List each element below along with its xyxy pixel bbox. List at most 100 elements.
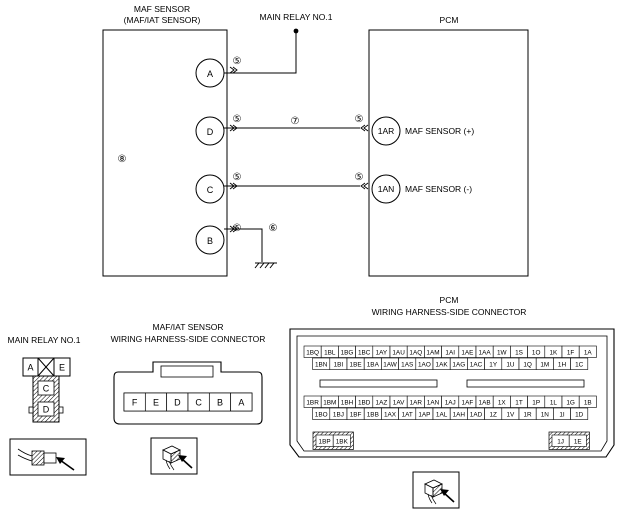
pcm-cavity-label: 1AC [470, 361, 483, 368]
maf-sensor-plus-label: MAF SENSOR (+) [405, 126, 474, 136]
pcm-connector-inner [296, 335, 608, 452]
pcm-cavity-label: 1C [575, 361, 584, 368]
pcm-connector-subtitle: WIRING HARNESS-SIDE CONNECTOR [372, 307, 527, 317]
pcm-cavity-label: 1B [584, 399, 592, 406]
ground-icon [254, 262, 277, 269]
relay-pin-c: C [43, 384, 50, 394]
maf-iat-connector-title: MAF/IAT SENSOR [152, 322, 223, 332]
maf-sensor-title: MAF SENSOR [134, 4, 190, 14]
relay-wire [224, 30, 297, 74]
pcm-cavity-label: 1F [567, 349, 575, 356]
pcm-cavity-label: 1S [515, 349, 523, 356]
maf-iat-pin-label: B [217, 398, 223, 408]
pcm-cavity-label: 1AU [392, 349, 405, 356]
pcm-pin-1an-label: 1AN [378, 184, 395, 194]
maf-pin-c-ref: ⑤ [233, 172, 242, 183]
pcm-cavity-label: 1AH [453, 411, 466, 418]
pcm-key-right [466, 379, 585, 388]
maf-pin-b: B ⑤ [195, 223, 242, 255]
maf-iat-latch [160, 365, 214, 378]
pcm-cavity-label: 1R [524, 411, 533, 418]
pcm-cavity-label: 1BI [334, 361, 344, 368]
pcm-cavity-label: 1AI [445, 349, 455, 356]
pcm-cavity-label: 1M [540, 361, 549, 368]
maf-pin-a-ref: ⑤ [233, 56, 242, 67]
pcm-cavity [568, 434, 587, 447]
pcm-cavity-label: 1Z [489, 411, 497, 418]
pcm-cavity-label: 1O [532, 349, 541, 356]
pcm-cavity-label: 1AY [376, 349, 388, 356]
pcm-cavity-label: 1AV [393, 399, 405, 406]
pcm-cavity-label: 1T [515, 399, 523, 406]
pcm-cavity-label: 1G [566, 399, 575, 406]
maf-iat-pin-label: D [174, 398, 181, 408]
pcm-cavity-label: 1AA [479, 349, 492, 356]
pcm-cavity [570, 407, 589, 420]
pcm-cavity-label: 1E [574, 438, 582, 445]
pcm-cavity [332, 434, 351, 447]
pcm-cavity-label: 1A [584, 349, 593, 356]
pcm-cavity-label: 1U [506, 361, 515, 368]
wire-ref: ⑦ [291, 116, 300, 127]
pcm-pin-1ar-label: 1AR [378, 126, 395, 136]
relay-pin-e: E [59, 363, 65, 373]
pcm-cavity-label: 1AQ [409, 349, 422, 356]
relay-pin-a: A [27, 363, 33, 373]
pcm-cavity-label: 1J [557, 438, 564, 445]
pcm-pin-1an: 1AN ⑤ MAF SENSOR (-) [355, 172, 472, 204]
pcm-cavity-label: 1AM [426, 349, 439, 356]
maf-pin-a: A ⑤ [195, 56, 242, 88]
pcm-cavity-label: 1AL [436, 411, 448, 418]
wires [224, 30, 360, 262]
ground-wire [224, 228, 263, 262]
pcm-cavity-label: 1BQ [306, 349, 319, 356]
pcm-cavity-label: 1BA [367, 361, 380, 368]
pcm-cavity-label: 1BG [341, 349, 354, 356]
pcm-cavity [570, 357, 589, 370]
pcm-cavity-label: 1W [497, 349, 508, 356]
pcm-cavity-label: 1K [549, 349, 558, 356]
pcm-cavity-label: 1BK [336, 438, 349, 445]
pcm-cavity-label: 1BF [350, 411, 362, 418]
maf-iat-pin-cell [230, 392, 253, 412]
schematic: MAF SENSOR (MAF/IAT SENSOR) MAIN RELAY N… [102, 4, 529, 277]
pcm-cavity-label: 1AK [436, 361, 449, 368]
pcm-cavity-label: 1AS [401, 361, 413, 368]
pcm-pin-1ar: 1AR ⑤ MAF SENSOR (+) [355, 114, 474, 146]
pcm-cavity-label: 1BN [315, 361, 328, 368]
pcm-cavity-label: 1AF [462, 399, 474, 406]
pcm-cavity-label: 1AN [427, 399, 440, 406]
pcm-cavity-label: 1Q [523, 361, 532, 368]
pcm-cavity-label: 1P [532, 399, 540, 406]
pcm-cavity-label: 1BB [367, 411, 379, 418]
main-relay-label: MAIN RELAY NO.1 [260, 12, 333, 22]
pcm-view-icon [412, 471, 460, 509]
pcm-cavity-label: 1BP [319, 438, 331, 445]
maf-iat-pin-label: A [238, 398, 244, 408]
pcm-cavity [578, 395, 597, 408]
pcm-cavity-label: 1N [541, 411, 550, 418]
pcm-title: PCM [440, 15, 459, 25]
pcm-cavity-label: 1BL [324, 349, 336, 356]
pcm-cavity-label: 1AW [383, 361, 398, 368]
pcm-cavity-label: 1AZ [376, 399, 388, 406]
maf-sensor-minus-label: MAF SENSOR (-) [405, 184, 472, 194]
ground-ref: ⑥ [269, 223, 278, 234]
relay-view-icon [9, 438, 87, 476]
pcm-cavity-label: 1Y [489, 361, 498, 368]
pcm-cavity-label: 1AT [402, 411, 413, 418]
maf-pin-a-label: A [207, 69, 213, 79]
pcm-cavity-label: 1X [498, 399, 507, 406]
pcm-cavity-label: 1BJ [333, 411, 344, 418]
pcm-connector-title: PCM [440, 295, 459, 305]
pcm-cavity-label: 1I [559, 411, 565, 418]
pcm-cavity-label: 1BE [350, 361, 362, 368]
pcm-cavity-label: 1AG [452, 361, 465, 368]
pcm-cavity-label: 1BM [323, 399, 336, 406]
pcm-cavity-label: 1AR [410, 399, 423, 406]
pcm-cavity-label: 1BO [315, 411, 328, 418]
pcm-connector: PCM WIRING HARNESS-SIDE CONNECTOR 1BQ 1BL… [289, 295, 615, 458]
pcm-cavity-label: 1AJ [445, 399, 456, 406]
